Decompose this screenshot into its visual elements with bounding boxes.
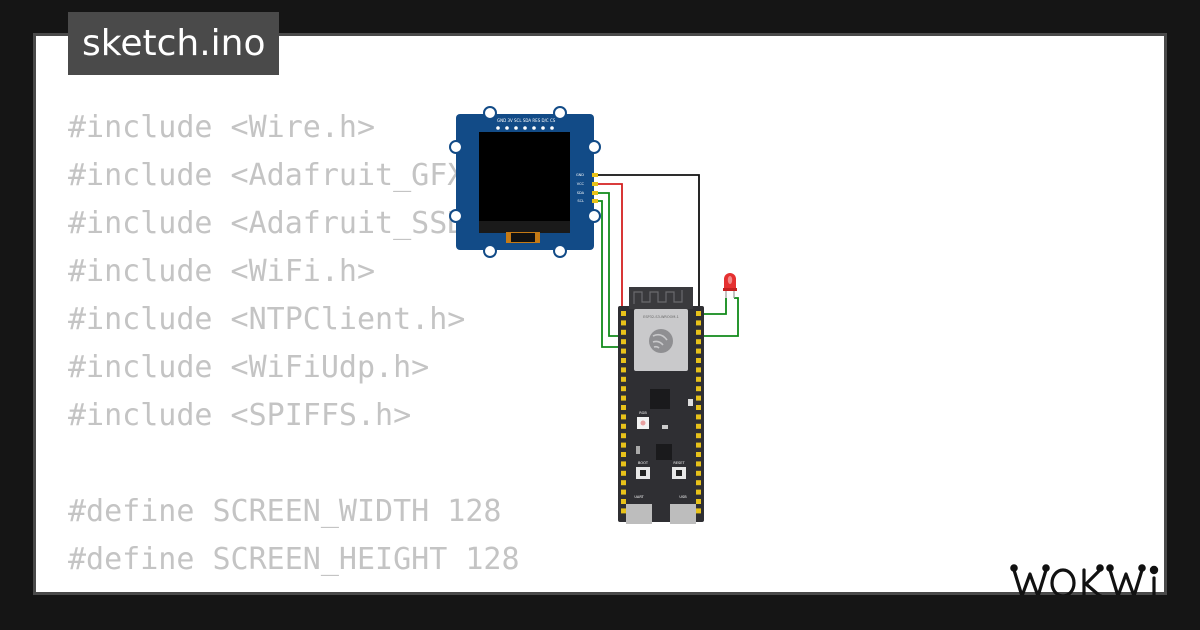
circuit-diagram: GND 3V SCL SDA RES D/C CS GND (449, 106, 739, 524)
header-pin (696, 386, 701, 392)
sketch-filename-tab[interactable]: sketch.ino (68, 12, 280, 75)
preview-card: #include <Wire.h>#include <Adafruit_GFX.… (33, 33, 1167, 595)
wire-led-cathode (696, 298, 727, 315)
header-pin (621, 405, 626, 410)
code-line: #define SCREEN_WIDTH 128 (68, 494, 502, 529)
header-pin (621, 470, 626, 476)
header-pin (696, 395, 701, 401)
code-line: #include <NTPClient.h> (68, 302, 466, 337)
rgb-label: RGB (639, 411, 647, 415)
header-pin (621, 442, 626, 448)
esp32-s3-devkit-board[interactable]: ESP32-S3-WROOM-1 RGB BOOT RESET UART USB (618, 287, 704, 524)
code-line: #include <WiFi.h> (68, 254, 376, 289)
header-pin (621, 329, 626, 335)
header-pin (696, 442, 701, 448)
code-line: #include <WiFiUdp.h> (68, 350, 430, 385)
header-pin (621, 480, 626, 486)
wire-scl (598, 200, 626, 348)
oled-pin-label: GND (576, 173, 584, 177)
header-pin (696, 433, 701, 439)
header-pin (696, 339, 701, 345)
header-pin (696, 461, 701, 467)
header-pin (696, 452, 701, 457)
oled-pins: GND VCC SDA SCL (576, 173, 598, 203)
reset-label: RESET (673, 461, 685, 465)
header-pin (621, 358, 626, 363)
header-pin (621, 348, 626, 354)
uart-label: UART (634, 495, 644, 499)
wire-led-anode (696, 297, 739, 337)
oled-pin-label: VCC (577, 182, 585, 186)
oled-header-pins (496, 126, 554, 130)
header-pin (696, 508, 701, 514)
code-line: #define OLED_RESET -1 (68, 584, 592, 592)
header-pin (621, 311, 626, 316)
code-line: #include <Wire.h> (68, 110, 376, 145)
usb-label: USB (679, 495, 687, 499)
header-pin (696, 367, 701, 373)
header-pin (696, 329, 701, 335)
header-pin (696, 376, 701, 382)
header-pin (696, 320, 701, 326)
header-pin (621, 376, 626, 382)
header-pin (696, 470, 701, 476)
right-pin-header (696, 311, 701, 514)
module-label: ESP32-S3-WROOM-1 (643, 315, 679, 319)
oled-pin-label: SDA (577, 191, 585, 195)
red-led[interactable] (723, 273, 737, 298)
header-pin (696, 348, 701, 354)
antenna (629, 287, 693, 309)
header-pin (621, 499, 626, 504)
header-pin (696, 414, 701, 420)
regulator-chip (656, 444, 672, 460)
header-pin (696, 423, 701, 429)
header-pin (621, 489, 626, 495)
code-line: #include <SPIFFS.h> (68, 398, 412, 433)
header-pin (621, 433, 626, 439)
header-pin (696, 499, 701, 504)
oled-header-label: GND 3V SCL SDA RES D/C CS (497, 118, 556, 123)
uart-port[interactable] (626, 504, 652, 524)
oled-display-module[interactable]: GND 3V SCL SDA RES D/C CS GND (449, 106, 601, 258)
header-pin (621, 461, 626, 467)
wire-sda (598, 192, 626, 337)
header-pin (696, 311, 701, 316)
oled-pin-label: SCL (577, 199, 584, 203)
header-pin (621, 414, 626, 420)
header-pin (696, 358, 701, 363)
header-pin (621, 395, 626, 401)
left-pin-header (621, 311, 626, 514)
bottom-frame (0, 595, 1200, 630)
usb-bridge-chip (650, 389, 670, 409)
header-pin (621, 452, 626, 457)
header-pin (696, 405, 701, 410)
header-pin (621, 320, 626, 326)
espressif-logo-icon (649, 329, 673, 353)
usb-port[interactable] (670, 504, 696, 524)
header-pin (621, 386, 626, 392)
code-line: #define SCREEN_HEIGHT 128 (68, 542, 520, 577)
header-pin (696, 489, 701, 495)
boot-label: BOOT (638, 461, 649, 465)
header-pin (621, 339, 626, 345)
header-pin (696, 480, 701, 486)
header-pin (621, 367, 626, 373)
header-pin (621, 423, 626, 429)
header-pin (621, 508, 626, 514)
oled-screen (479, 132, 570, 233)
